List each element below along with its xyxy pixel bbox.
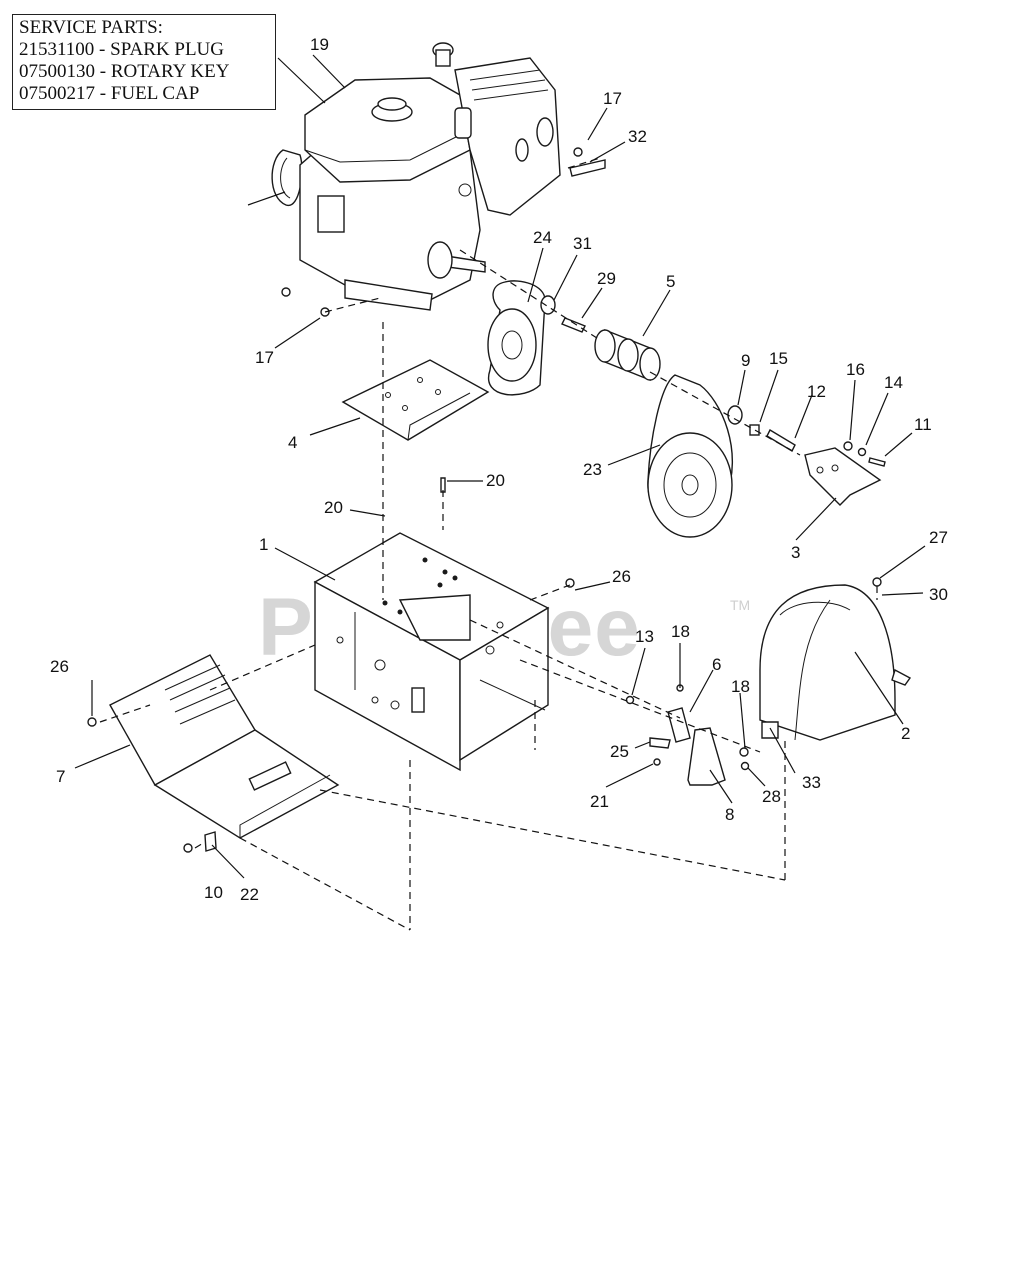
part-32-clip bbox=[569, 159, 606, 177]
callout-11: 11 bbox=[914, 415, 932, 434]
callout-12: 12 bbox=[807, 382, 826, 401]
callout-6: 6 bbox=[712, 655, 721, 674]
watermark-tm: TM bbox=[730, 597, 750, 613]
callout-5: 5 bbox=[666, 272, 675, 291]
callout-27: 27 bbox=[929, 528, 948, 547]
part-17-nut-upper bbox=[573, 147, 583, 157]
callout-31: 31 bbox=[573, 234, 592, 253]
part-8-bracket bbox=[687, 727, 726, 786]
callout-33: 33 bbox=[802, 773, 821, 792]
callout-1: 1 bbox=[259, 535, 268, 554]
part-26-screw-right bbox=[565, 578, 575, 588]
part-16-nut bbox=[843, 441, 853, 451]
part-18-nut bbox=[739, 747, 749, 757]
callout-18-lower: 18 bbox=[731, 677, 750, 696]
part-33-spacer bbox=[761, 721, 779, 739]
part-7-skid-shield bbox=[109, 654, 340, 839]
callout-29: 29 bbox=[597, 269, 616, 288]
callout-28: 28 bbox=[762, 787, 781, 806]
part-23-belt-pulley bbox=[647, 374, 734, 538]
callout-14: 14 bbox=[884, 373, 903, 392]
part-26-screw-left bbox=[87, 717, 97, 727]
callout-3: 3 bbox=[791, 543, 800, 562]
leader-lines bbox=[74, 54, 926, 879]
part-15-spacer bbox=[749, 424, 760, 436]
callout-23: 23 bbox=[583, 460, 602, 479]
callout-18-upper: 18 bbox=[671, 622, 690, 641]
callout-8: 8 bbox=[725, 805, 734, 824]
part-5-pulley bbox=[594, 328, 661, 382]
callout-7: 7 bbox=[56, 767, 65, 786]
callout-24: 24 bbox=[533, 228, 552, 247]
part-10-bolt bbox=[183, 843, 193, 853]
callout-20-right: 20 bbox=[486, 471, 505, 490]
callout-16: 16 bbox=[846, 360, 865, 379]
callout-4: 4 bbox=[288, 433, 297, 452]
callout-30: 30 bbox=[929, 585, 948, 604]
part-14-washer bbox=[857, 447, 867, 457]
part-25-clip bbox=[649, 737, 671, 749]
part-17-nut-left bbox=[281, 287, 291, 297]
callout-25: 25 bbox=[610, 742, 629, 761]
callout-19: 19 bbox=[310, 35, 329, 54]
part-29-key bbox=[561, 317, 586, 333]
part-31-washer bbox=[540, 295, 556, 315]
part-1-frame bbox=[313, 532, 550, 772]
callout-22: 22 bbox=[240, 885, 259, 904]
part-27-bolt bbox=[872, 577, 882, 587]
part-2-belt-cover bbox=[759, 584, 912, 741]
service-part-spark-plug: 21531100 - SPARK PLUG bbox=[19, 39, 224, 60]
callout-13: 13 bbox=[635, 627, 654, 646]
callout-26-left: 26 bbox=[50, 657, 69, 676]
part-12-pin bbox=[766, 429, 796, 452]
assembly-lines bbox=[99, 157, 878, 931]
callout-32: 32 bbox=[628, 127, 647, 146]
callout-20-left: 20 bbox=[324, 498, 343, 517]
part-3-idler-bracket bbox=[804, 447, 882, 506]
callout-17-lower: 17 bbox=[255, 348, 274, 367]
service-part-rotary-key: 07500130 - ROTARY KEY bbox=[19, 61, 230, 82]
callout-26-right: 26 bbox=[612, 567, 631, 586]
callout-10: 10 bbox=[204, 883, 223, 902]
part-20-bolt bbox=[440, 477, 446, 493]
part-11-bolt bbox=[868, 457, 886, 467]
service-part-fuel-cap: 07500217 - FUEL CAP bbox=[19, 83, 200, 104]
callout-labels: 19 17 32 24 31 29 5 17 9 15 12 16 14 11 … bbox=[50, 35, 948, 904]
part-21-screw bbox=[653, 758, 661, 766]
callout-21: 21 bbox=[590, 792, 609, 811]
engine-assembly bbox=[271, 42, 561, 311]
service-parts-box: SERVICE PARTS: 21531100 - SPARK PLUG 075… bbox=[12, 14, 276, 110]
callout-15: 15 bbox=[769, 349, 788, 368]
callout-17-upper: 17 bbox=[603, 89, 622, 108]
part-13-bolt bbox=[625, 695, 635, 705]
service-parts-title: SERVICE PARTS: bbox=[19, 17, 163, 38]
part-6-bracket bbox=[667, 707, 691, 743]
part-24-belt bbox=[487, 280, 546, 396]
callout-9: 9 bbox=[741, 351, 750, 370]
callout-2: 2 bbox=[901, 724, 910, 743]
part-4-mount-plate bbox=[341, 359, 490, 441]
part-28-nut bbox=[740, 761, 750, 771]
